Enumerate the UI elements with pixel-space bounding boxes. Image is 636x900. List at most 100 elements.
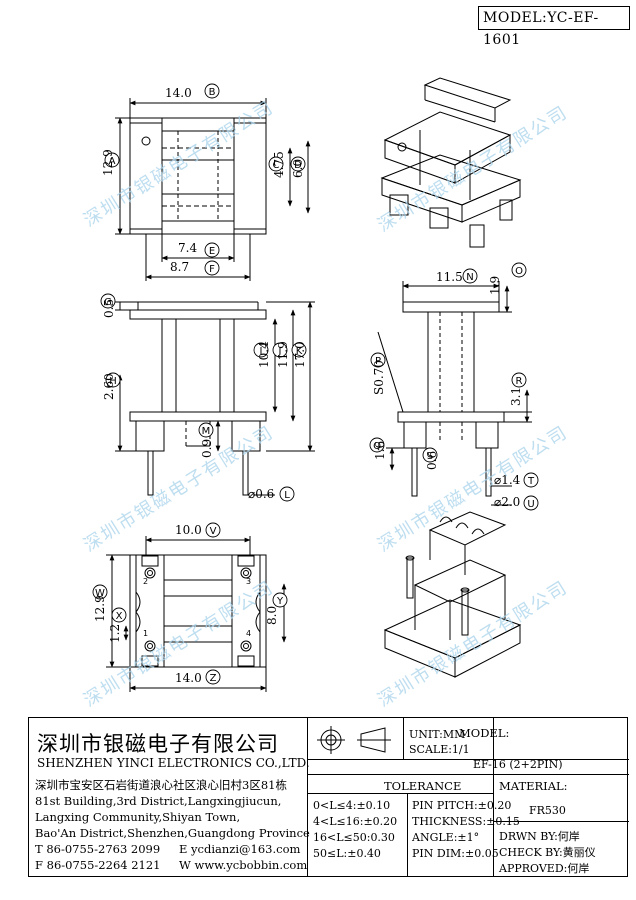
dimension-value-r: 3.1 [509, 387, 523, 406]
callout-e: E [204, 242, 220, 258]
callout-b: B [204, 83, 220, 99]
dimension-value-i: 10.4 [257, 341, 271, 368]
svg-text:I: I [260, 346, 263, 357]
model-label: MODEL: [459, 726, 510, 740]
model-header: MODEL:YC-EF-1601 [478, 6, 630, 48]
address-cn: 深圳市宝安区石岩街道浪心社区浪心旧村3区81栋 [35, 778, 287, 792]
pin-number: 1 [143, 629, 148, 638]
svg-text:H: H [109, 376, 117, 387]
callout-m: M [198, 422, 214, 438]
dimension-value-u: ⌀2.0 [494, 495, 520, 509]
svg-text:Q: Q [373, 441, 381, 452]
callout-g: G [100, 293, 116, 309]
pin-number: 3 [246, 577, 251, 586]
callout-c: C [268, 156, 284, 172]
svg-text:U: U [527, 499, 534, 510]
dimension-value-x: 1.2 [108, 624, 122, 643]
isometric-view-bottom [383, 511, 522, 678]
email: E ycdianzi@163.com [179, 842, 301, 856]
svg-text:E: E [209, 246, 215, 257]
callout-l: L [279, 486, 295, 502]
dimension-value-l: ⌀0.6 [248, 487, 274, 501]
callout-o: O [511, 262, 527, 278]
dimension-value-w: 12.9 [93, 595, 107, 622]
tolerance-row: 16<L≤50:0.30 [313, 831, 395, 844]
callout-u: U [523, 495, 539, 511]
callout-p: P [370, 352, 386, 368]
dimension-value-v: 10.0 [175, 523, 202, 537]
svg-text:K: K [296, 346, 303, 357]
tolerance-row: 50≤L:±0.40 [313, 847, 381, 860]
svg-text:A: A [109, 156, 116, 167]
callout-v: V [205, 522, 221, 538]
callout-h: H [105, 372, 121, 388]
svg-text:W: W [95, 588, 105, 599]
svg-text:X: X [116, 611, 123, 622]
callout-i: I [253, 342, 269, 358]
dimension-value-a: 12.9 [101, 149, 115, 176]
dimension-value-c: 4.75 [272, 151, 286, 178]
callout-q: Q [369, 437, 385, 453]
address-en-line3: Bao'An District,Shenzhen,Guangdong Provi… [35, 826, 310, 840]
address-en-line1: 81st Building,3rd District,Langxingjiucu… [35, 794, 282, 808]
svg-text:V: V [210, 526, 217, 537]
callout-w: W [92, 584, 108, 600]
pin-tolerance-row: PIN PITCH:±0.20 [412, 799, 512, 812]
company-name-cn: 深圳市银磁电子有限公司 [37, 732, 279, 756]
title-block: 深圳市银磁电子有限公司 SHENZHEN YINCI ELECTRONICS C… [28, 717, 629, 877]
svg-text:S: S [427, 451, 433, 462]
bottom-view [129, 554, 267, 668]
dimension-value-o: 1.9 [488, 276, 502, 295]
svg-text:F: F [209, 264, 215, 275]
side-view-left [129, 301, 267, 496]
callout-d: D [290, 156, 306, 172]
tolerance-row: 4<L≤16:±0.20 [313, 815, 398, 828]
callout-j: J [272, 342, 288, 358]
approved-by: APPROVED:何岸 [499, 862, 590, 875]
svg-text:R: R [516, 376, 523, 387]
callout-f: F [204, 260, 220, 276]
svg-text:M: M [202, 426, 211, 437]
model-value: EF-16 (2+2PIN) [473, 758, 563, 771]
phone: T 86-0755-2763 2099 [35, 842, 161, 856]
callout-z: Z [205, 669, 221, 685]
projection-symbol [317, 726, 391, 754]
dimension-value-n: 11.5 [436, 270, 463, 284]
dimension-value-d: 6.0 [291, 159, 305, 178]
svg-text:N: N [466, 272, 473, 283]
pin-tolerance-row: PIN DIM:±0.05 [412, 847, 499, 860]
dimension-value-h: 2.60 [102, 373, 116, 400]
dimension-value-k: 17.0 [293, 341, 307, 368]
dimension-value-m: 0.9 [200, 439, 214, 458]
front-view-top [129, 117, 267, 235]
unit-label: UNIT:MM [409, 728, 466, 741]
callout-a: A [104, 152, 120, 168]
svg-text:D: D [294, 160, 302, 171]
material-label: MATERIAL: [499, 779, 568, 793]
checked-by: CHECK BY:黄丽仪 [499, 846, 596, 859]
pin-number: 4 [246, 629, 251, 638]
pin-tolerance-row: ANGLE:±1° [412, 831, 480, 844]
svg-text:Z: Z [210, 673, 217, 684]
scale-label: SCALE:1/1 [409, 743, 470, 756]
callout-n: N [462, 268, 478, 284]
callout-t: T [523, 472, 539, 488]
company-name-en: SHENZHEN YINCI ELECTRONICS CO.,LTD. [37, 756, 310, 770]
callout-s: S [422, 447, 438, 463]
svg-text:C: C [273, 160, 280, 171]
dimension-value-s: 0.6 [425, 451, 439, 470]
dimension-value-g: 0.5 [102, 299, 116, 318]
side-view-right [397, 301, 505, 497]
isometric-view-top [380, 77, 522, 248]
svg-text:O: O [515, 266, 523, 277]
dimension-value-z: 14.0 [175, 671, 202, 685]
dimension-value-b: 14.0 [165, 86, 192, 100]
tolerance-title: TOLERANCE [384, 779, 462, 793]
website: W www.ycbobbin.com [179, 858, 308, 872]
pin-number: 2 [143, 577, 148, 586]
callout-r: R [511, 372, 527, 388]
drawn-by: DRWN BY:何岸 [499, 830, 580, 843]
svg-text:G: G [104, 297, 112, 308]
dimension-value-j: 11.9 [276, 341, 290, 368]
